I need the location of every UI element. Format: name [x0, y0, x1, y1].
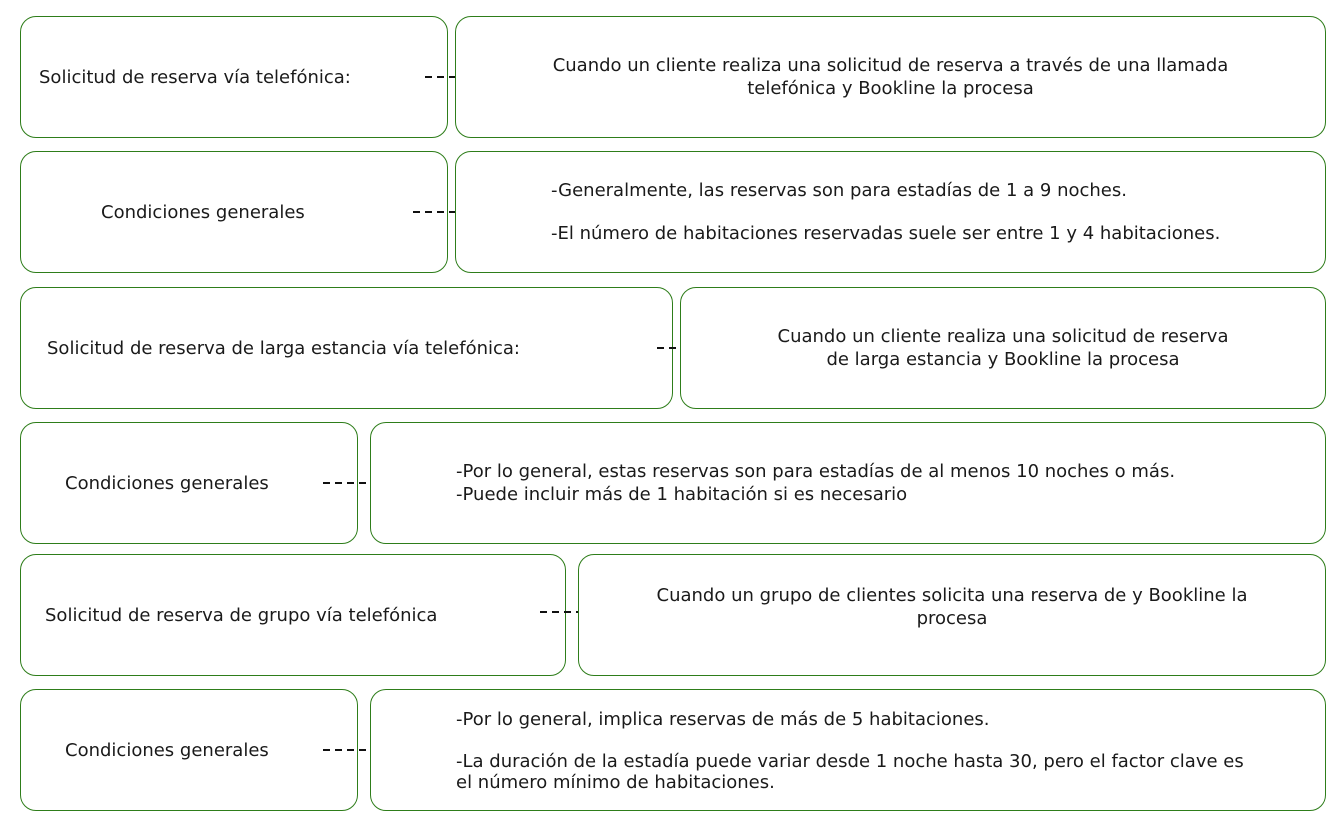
description-text: Cuando un grupo de clientes solicita una…	[656, 585, 1248, 629]
conditions-description-group: -Por lo general, implica reservas de más…	[370, 689, 1326, 811]
condition-line: -Generalmente, las reservas son para est…	[551, 180, 1127, 201]
description-box-phone-booking: Cuando un cliente realiza una solicitud …	[455, 16, 1326, 138]
box-label: Condiciones generales	[101, 201, 305, 223]
condition-line: -Por lo general, estas reservas son para…	[456, 461, 1176, 482]
box-label: Condiciones generales	[65, 472, 269, 494]
box-label: Solicitud de reserva de grupo vía telefó…	[45, 604, 438, 626]
condition-line: -La duración de la estadía puede variar …	[456, 750, 1244, 793]
condition-line: -El número de habitaciones reservadas su…	[551, 223, 1221, 244]
description-box-long-stay: Cuando un cliente realiza una solicitud …	[680, 287, 1326, 409]
conditions-box-phone-booking: Condiciones generales	[20, 151, 448, 273]
definition-box-group: Solicitud de reserva de grupo vía telefó…	[20, 554, 566, 676]
definition-box-phone-booking: Solicitud de reserva vía telefónica:	[20, 16, 448, 138]
condition-line: -Por lo general, implica reservas de más…	[456, 708, 990, 730]
conditions-description-phone-booking: -Generalmente, las reservas son para est…	[455, 151, 1326, 273]
definition-box-long-stay: Solicitud de reserva de larga estancia v…	[20, 287, 673, 409]
description-text: Cuando un cliente realiza una solicitud …	[777, 326, 1229, 370]
box-label: Condiciones generales	[65, 739, 269, 761]
condition-line: -Puede incluir más de 1 habitación si es…	[456, 484, 908, 505]
box-label: Solicitud de reserva vía telefónica:	[39, 66, 351, 88]
box-label: Solicitud de reserva de larga estancia v…	[47, 337, 520, 359]
description-text: Cuando un cliente realiza una solicitud …	[552, 55, 1229, 99]
conditions-description-long-stay: -Por lo general, estas reservas son para…	[370, 422, 1326, 544]
conditions-box-group: Condiciones generales	[20, 689, 358, 811]
description-box-group: Cuando un grupo de clientes solicita una…	[578, 554, 1326, 676]
conditions-box-long-stay: Condiciones generales	[20, 422, 358, 544]
